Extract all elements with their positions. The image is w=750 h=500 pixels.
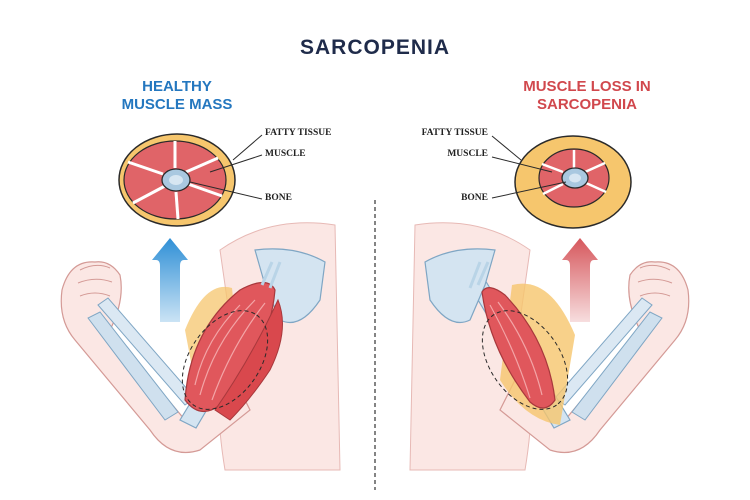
- healthy-bone-label: BONE: [265, 193, 292, 203]
- growth-arrow-icon: [152, 238, 188, 322]
- healthy-fatty-tissue-label: FATTY TISSUE: [265, 128, 332, 138]
- sarcopenia-fatty-tissue-label: FATTY TISSUE: [421, 128, 488, 138]
- sarcopenia-bone-label: BONE: [461, 193, 488, 203]
- healthy-arm: [60, 222, 341, 471]
- page-title: SARCOPENIA: [299, 36, 451, 59]
- sarcopenia-cross-section: [491, 135, 632, 229]
- healthy-cross-section: [118, 133, 263, 227]
- sarcopenia-arm: [409, 222, 690, 471]
- sarcopenia-heading: MUSCLE LOSS IN SARCOPENIA: [492, 78, 682, 114]
- healthy-heading-line1: HEALTHY: [142, 78, 212, 95]
- healthy-heading-line2: MUSCLE MASS: [121, 96, 233, 113]
- healthy-heading: HEALTHY MUSCLE MASS: [92, 78, 262, 114]
- loss-arrow-icon: [562, 238, 598, 322]
- sarcopenia-muscle-label: MUSCLE: [447, 149, 488, 159]
- healthy-muscle-label: MUSCLE: [265, 149, 306, 159]
- sarcopenia-heading-line1: MUSCLE LOSS IN: [523, 78, 651, 95]
- sarcopenia-heading-line2: SARCOPENIA: [536, 96, 637, 113]
